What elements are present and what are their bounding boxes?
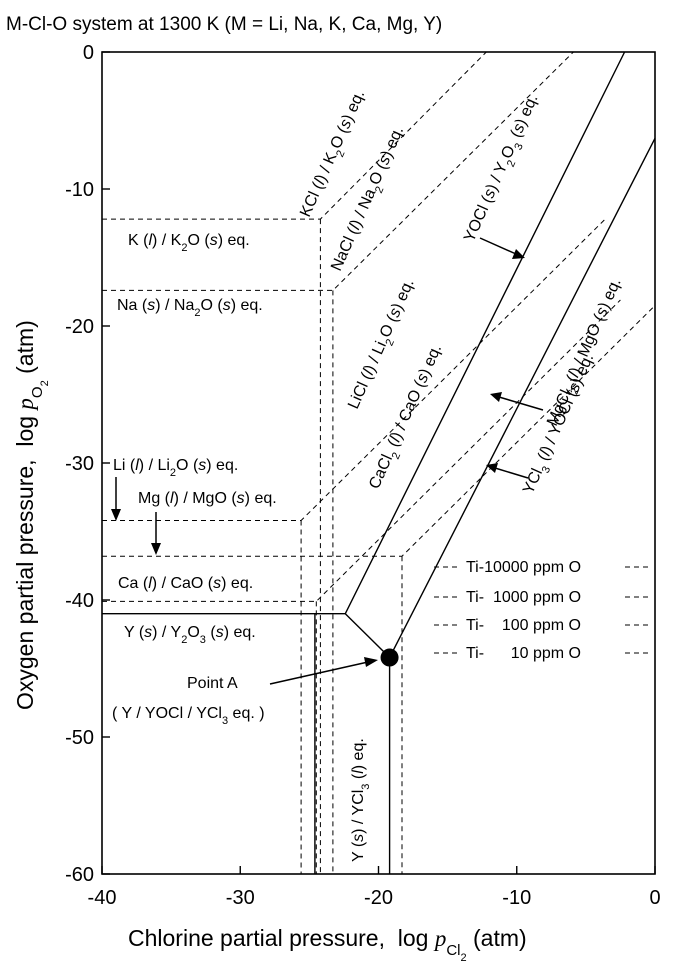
arrow-yocl [479,237,517,255]
legend-text-4: Ti- 10 ppm O [466,645,581,662]
series-layer [102,51,656,874]
label-y-y2o3: Y (s) / Y2O3 (s) eq. [124,624,256,646]
y-tick-label-0: 0 [83,42,94,64]
x-tick-label-4: 0 [649,887,660,909]
x-axis-label: Chlorine partial pressure, log pCl2 (atm… [128,925,527,964]
series-line-12 [344,613,391,658]
legend-text-2: Ti- 1000 ppm O [466,589,581,606]
y-tick-label-6: -60 [65,864,94,886]
label-k-k2o: K (l) / K2O (s) eq. [128,232,250,254]
legend: Ti-10000 ppm O Ti- 1000 ppm O Ti- 100 pp… [434,559,652,662]
series-line-14 [388,137,656,658]
x-tick-label-0: -40 [88,887,117,909]
series-line-2 [102,51,574,291]
y-tick-label-5: -50 [65,727,94,749]
label-ycl3-yocl: YCl3 (l) / YOCl (s) eq. [520,351,602,498]
arrowhead-li [111,509,121,521]
arrowhead-ycl3 [486,463,498,473]
legend-text-1: Ti-10000 ppm O [466,559,581,576]
annotation-arrows [111,237,544,685]
point-a-label: Point A [187,675,238,692]
ticks-layer: -40 -30 -20 -10 0 0 -10 -20 -30 -40 -50 -60 [65,42,660,909]
label-ca-cao: Ca (l) / CaO (s) eq. [118,575,253,592]
x-tick-label-1: -30 [226,887,255,909]
series-line-10 [102,51,626,615]
arrowhead-point-a [364,657,378,667]
arrow-ycl3 [494,467,529,479]
arrowhead-mg [151,543,161,555]
arrow-point-a [269,661,369,685]
y-tick-label-4: -40 [65,590,94,612]
arrowhead-mgcl2 [490,392,502,402]
label-mg-mgo: Mg (l) / MgO (s) eq. [138,490,277,507]
annotations: K (l) / K2O (s) eq. Na (s) / Na2O (s) eq… [112,88,629,862]
label-li-li2o: Li (l) / Li2O (s) eq. [113,457,238,479]
label-y-ycl3: Y (s) / YCl3 (l) eq. [350,738,372,862]
arrow-mgcl2 [498,396,544,411]
legend-text-3: Ti- 100 ppm O [466,617,581,634]
chart-title: M-Cl-O system at 1300 K (M = Li, Na, K, … [6,14,442,35]
y-axis-label: Oxygen partial pressure, log pO2 (atm) [12,320,51,710]
label-na-na2o: Na (s) / Na2O (s) eq. [117,297,263,319]
point-a-marker [380,648,399,667]
series-line-8 [102,299,621,602]
arrowhead-yocl [512,249,525,259]
y-tick-label-2: -20 [65,316,94,338]
label-yocl-y2o3: YOCl (s) / Y2O3 (s) eq. [461,92,546,247]
x-tick-label-2: -20 [364,887,393,909]
point-a-sublabel: ( Y / YOCl / YCl3 eq. ) [112,705,265,727]
series-line-0 [102,51,487,220]
x-tick-label-3: -10 [502,887,531,909]
y-tick-label-3: -30 [65,453,94,475]
y-tick-label-1: -10 [65,179,94,201]
